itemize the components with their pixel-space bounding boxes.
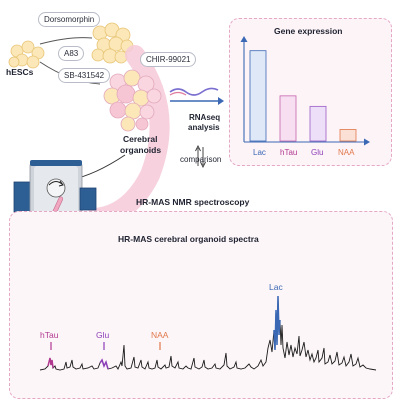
lac-peak-highlight	[273, 295, 281, 351]
gene-label-glu: Glu	[311, 148, 324, 157]
spectrum-label-htau: hTau	[40, 330, 59, 340]
spectrum-label-naa: NAA	[151, 330, 169, 340]
factor-chir99021: CHIR-99021	[140, 52, 197, 67]
hesc-label: hESCs	[6, 67, 34, 77]
spectrum-trace	[39, 295, 377, 371]
spectrum-label-glu: Glu	[96, 330, 110, 340]
gene-bar-lac	[249, 50, 267, 142]
gene-bar-glu	[309, 105, 327, 142]
spectrum-label-lac: Lac	[269, 282, 283, 292]
htau-peak-highlight	[47, 357, 54, 369]
rnaseq-label-line2: analysis	[188, 123, 220, 132]
gene-panel-title: Gene expression	[274, 26, 343, 36]
spectrum-panel-title: HR-MAS cerebral organoid spectra	[118, 234, 259, 244]
gene-label-htau: hTau	[280, 148, 298, 157]
gene-label-naa: NAA	[338, 148, 355, 157]
gene-bar-htau	[279, 95, 297, 142]
comparison-label: comparison	[180, 155, 222, 164]
gene-label-lac: Lac	[253, 148, 266, 157]
factor-sb431542: SB-431542	[58, 68, 111, 83]
factor-a83: A83	[58, 46, 85, 61]
nmr-title: HR-MAS NMR spectroscopy	[136, 197, 250, 207]
factor-dorsomorphin: Dorsomorphin	[38, 12, 101, 27]
gene-bar-naa	[339, 129, 357, 142]
organoid-label-line1: Cerebral	[123, 134, 158, 144]
glu-peak-highlight	[99, 358, 109, 370]
rnaseq-label-line1: RNAseq	[189, 113, 221, 122]
organoid-label-line2: organoids	[120, 145, 162, 155]
